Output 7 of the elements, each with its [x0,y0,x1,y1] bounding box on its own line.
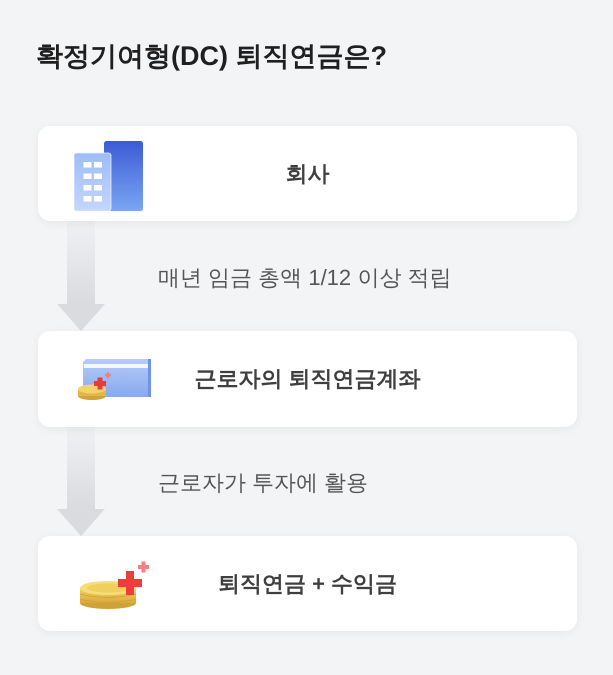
card-label: 퇴직연금 + 수익금 [218,570,398,598]
step-card [38,126,577,221]
card-label: 회사 [286,160,330,188]
step-card [38,331,577,427]
card-label: 근로자의 퇴직연금계좌 [194,365,421,393]
step-card [38,536,577,631]
title: 확정기여형(DC) 퇴직연금은? [36,40,387,73]
